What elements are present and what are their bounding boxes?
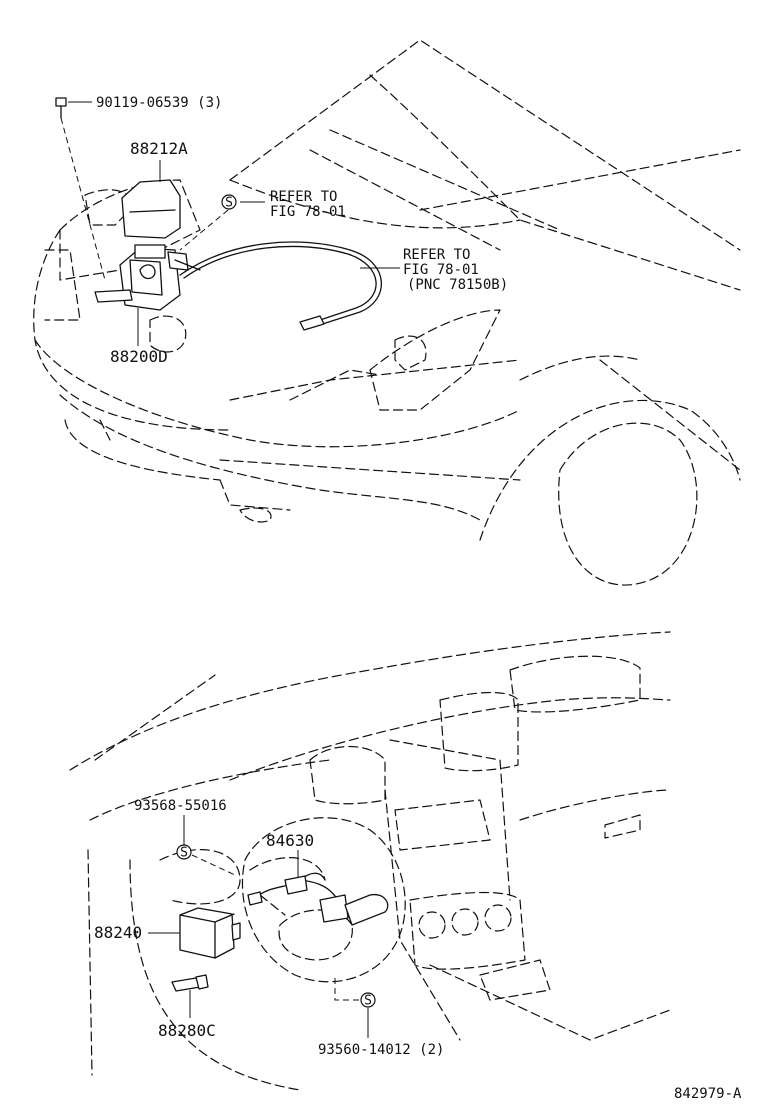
s-mark-label: S — [180, 846, 188, 861]
bolt-part-number: 90119-06539 (3) — [96, 95, 222, 111]
dashboard-illustration — [69, 631, 671, 1091]
speed-sensor — [171, 974, 209, 992]
s-mark-label: S — [364, 994, 372, 1009]
cruise-actuator — [94, 244, 201, 311]
cover-part-number: 88212A — [130, 139, 188, 158]
screw-2-part-number: 93560-14012 (2) — [318, 1042, 444, 1058]
switch-part-number: 84630 — [266, 831, 314, 850]
standard-part-s-mark-screw-2: S — [360, 992, 376, 1009]
top-leader-lines — [68, 101, 400, 346]
refer-1-line-2: FIG 78-01 — [270, 204, 346, 220]
actuator-cover — [121, 179, 181, 239]
standard-part-s-mark-screw-1: S — [176, 844, 192, 861]
refer-2-line-3: (PNC 78150B) — [407, 277, 508, 293]
cruise-control-computer — [179, 907, 241, 959]
computer-part-number: 88240 — [94, 923, 142, 942]
refer-2-line-1: REFER TO — [403, 247, 470, 263]
refer-2-line-2: FIG 78-01 — [403, 262, 479, 278]
illustration-number: 842979-A — [674, 1086, 742, 1102]
bottom-leader-lines — [148, 815, 369, 1038]
car-front-illustration — [33, 39, 741, 586]
screw-1-part-number: 93568-55016 — [134, 798, 227, 814]
actuator-part-number: 88200D — [110, 347, 168, 366]
cruise-switch — [247, 872, 389, 926]
sensor-part-number: 88280C — [158, 1021, 216, 1040]
cruise-control-cable — [179, 241, 383, 331]
bolt — [55, 97, 106, 281]
refer-1-line-1: REFER TO — [270, 189, 337, 205]
standard-part-s-mark-top: S — [221, 194, 237, 211]
s-mark-label: S — [225, 196, 233, 211]
